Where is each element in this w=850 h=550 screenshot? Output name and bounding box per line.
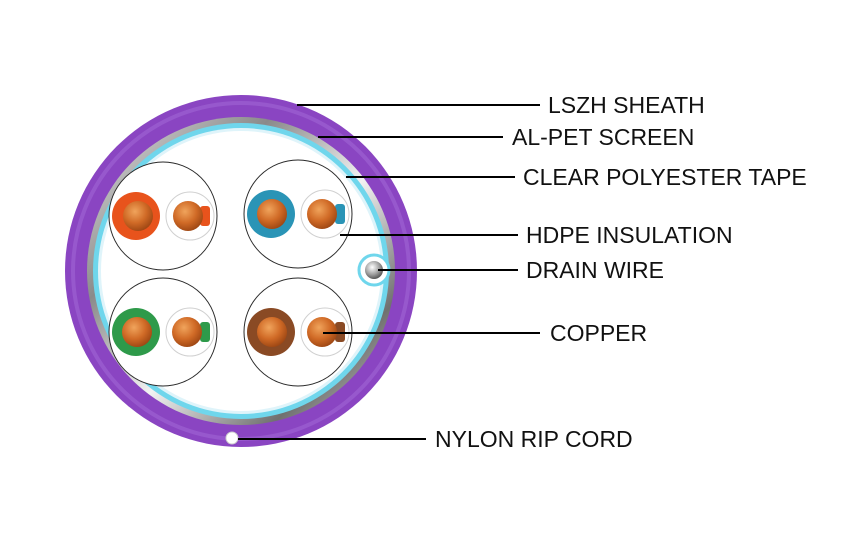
- copper-conductor: [257, 199, 287, 229]
- label-copper: COPPER: [550, 320, 647, 346]
- label-lszh-sheath: LSZH SHEATH: [548, 92, 705, 118]
- label-clear-polyester-tape: CLEAR POLYESTER TAPE: [523, 164, 807, 190]
- pair-green: [108, 277, 218, 387]
- pair-boundary: [243, 159, 353, 269]
- copper-conductor: [122, 317, 152, 347]
- copper-conductor: [172, 317, 202, 347]
- pair-brown: [243, 277, 353, 387]
- label-al-pet-screen: AL-PET SCREEN: [512, 124, 694, 150]
- copper-conductor: [257, 317, 287, 347]
- label-hdpe-insulation: HDPE INSULATION: [526, 222, 733, 248]
- pair-boundary: [108, 277, 218, 387]
- stripe-blue: [335, 204, 345, 224]
- copper-conductor: [307, 317, 337, 347]
- leader-lines: [238, 104, 540, 440]
- drain-wire: [357, 253, 391, 287]
- label-drain-wire: DRAIN WIRE: [526, 257, 664, 283]
- pair-boundary: [108, 161, 218, 271]
- nylon-rip-cord: [225, 431, 239, 445]
- copper-conductor: [173, 201, 203, 231]
- stripe-orange: [200, 206, 210, 226]
- pair-blue: [243, 159, 353, 269]
- drain-wire-conductor: [365, 261, 383, 279]
- label-nylon-rip-cord: NYLON RIP CORD: [435, 426, 633, 452]
- copper-conductor: [123, 201, 153, 231]
- copper-conductor: [307, 199, 337, 229]
- pair-orange: [108, 161, 218, 271]
- stripe-green: [200, 322, 210, 342]
